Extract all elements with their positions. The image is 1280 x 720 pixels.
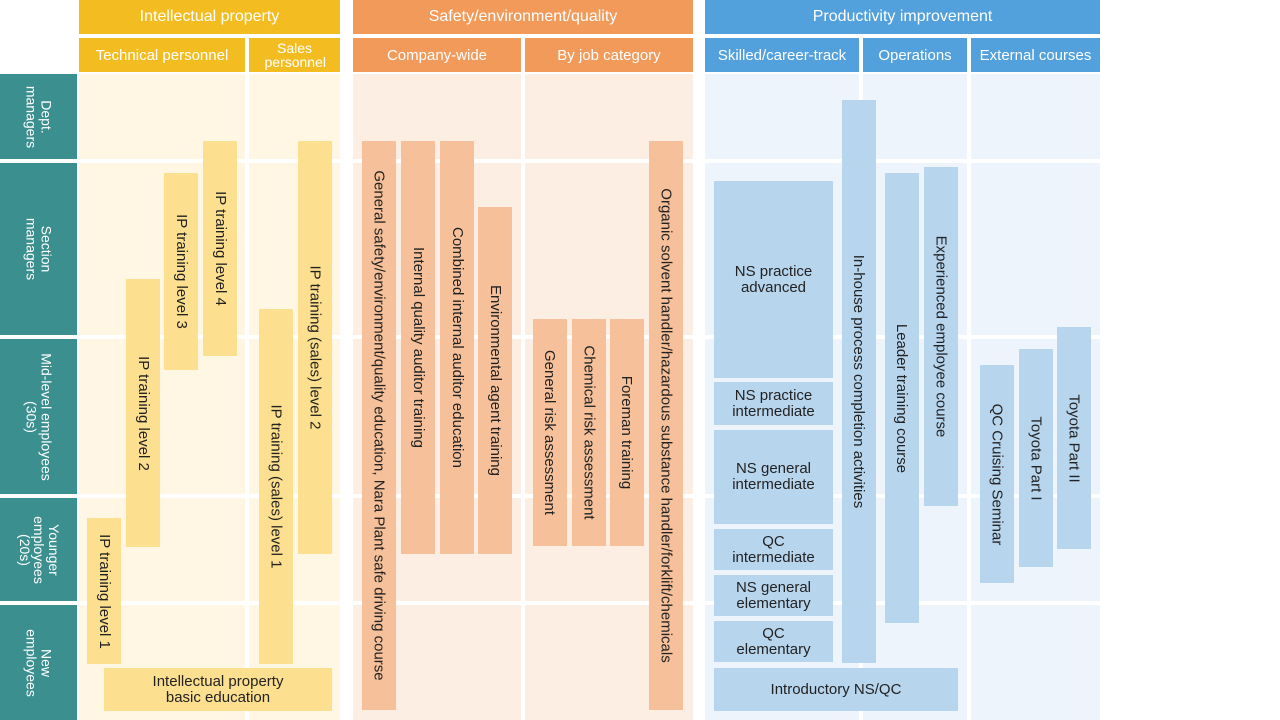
course-general-safety: General safety/environment/quality educa… — [362, 141, 396, 710]
row-label-dept-managers: Dept. managers — [0, 74, 77, 159]
subheader-technical: Technical personnel — [79, 38, 245, 72]
course-chemical-risk-assessment: Chemical risk assessment — [572, 319, 606, 546]
course-ip-level-4: IP training level 4 — [203, 141, 237, 356]
course-ip-level-2: IP training level 2 — [126, 279, 160, 547]
course-ip-level-1: IP training level 1 — [87, 518, 121, 664]
course-ns-general-elementary: NS general elementary — [714, 575, 833, 616]
course-ns-practice-advanced: NS practice advanced — [714, 181, 833, 378]
course-qc-elementary: QC elementary — [714, 621, 833, 662]
row-label-younger: Younger employees (20s) — [0, 498, 77, 601]
course-qc-intermediate: QC intermediate — [714, 529, 833, 570]
course-introductory-ns-qc: Introductory NS/QC — [714, 668, 958, 711]
course-experienced-employee: Experienced employee course — [924, 167, 958, 506]
row-divider — [79, 601, 1100, 605]
row-divider — [79, 159, 1100, 163]
subheader-skilled: Skilled/career-track — [705, 38, 859, 72]
course-toyota-part-1: Toyota Part I — [1019, 349, 1053, 567]
group-header-productivity: Productivity improvement — [705, 0, 1100, 34]
subheader-external: External courses — [971, 38, 1100, 72]
subheader-sales: Sales personnel — [249, 38, 340, 72]
course-toyota-part-2: Toyota Part II — [1057, 327, 1091, 549]
row-label-new: New employees — [0, 605, 77, 720]
course-qc-cruising-seminar: QC Cruising Seminar — [980, 365, 1014, 583]
course-environmental-agent: Environmental agent training — [478, 207, 512, 554]
course-general-risk-assessment: General risk assessment — [533, 319, 567, 546]
course-ns-practice-intermediate: NS practice intermediate — [714, 382, 833, 425]
course-foreman-training: Foreman training — [610, 319, 644, 546]
course-internal-quality-auditor: Internal quality auditor training — [401, 141, 435, 554]
group-header-ip: Intellectual property — [79, 0, 340, 34]
course-organic-solvent-handler: Organic solvent handler/hazardous substa… — [649, 141, 683, 710]
group-header-safety: Safety/environment/quality — [353, 0, 693, 34]
course-ip-sales-level-2: IP training (sales) level 2 — [298, 141, 332, 554]
subheader-operations: Operations — [863, 38, 967, 72]
course-ip-level-3: IP training level 3 — [164, 173, 198, 370]
course-ns-general-intermediate: NS general intermediate — [714, 430, 833, 524]
course-inhouse-process-completion: In-house process completion activities — [842, 100, 876, 663]
course-combined-internal-auditor: Combined internal auditor education — [440, 141, 474, 554]
row-label-section-managers: Section managers — [0, 163, 77, 335]
course-ip-sales-level-1: IP training (sales) level 1 — [259, 309, 293, 664]
subheader-by-job: By job category — [525, 38, 693, 72]
subheader-company-wide: Company-wide — [353, 38, 521, 72]
row-label-mid-level: Mid-level employees (30s) — [0, 339, 77, 494]
course-leader-training: Leader training course — [885, 173, 919, 623]
course-ip-basic-education: Intellectual property basic education — [104, 668, 332, 711]
